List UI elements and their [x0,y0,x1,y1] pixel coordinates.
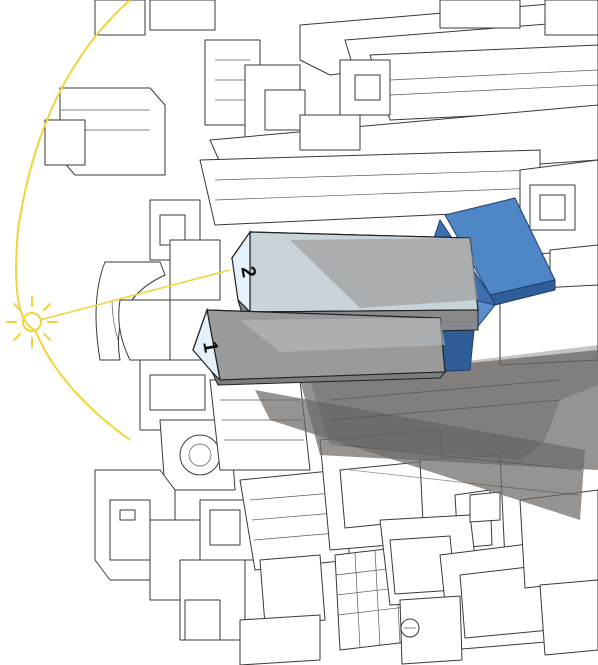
sun-path [15,0,231,441]
context-buildings [44,0,598,665]
tower-1-label: 1 [198,340,222,355]
sun-icon [6,296,58,348]
tower-2-label: 2 [236,265,260,280]
tower-1: 1 [192,307,447,386]
tower-2: 2 [230,230,479,336]
